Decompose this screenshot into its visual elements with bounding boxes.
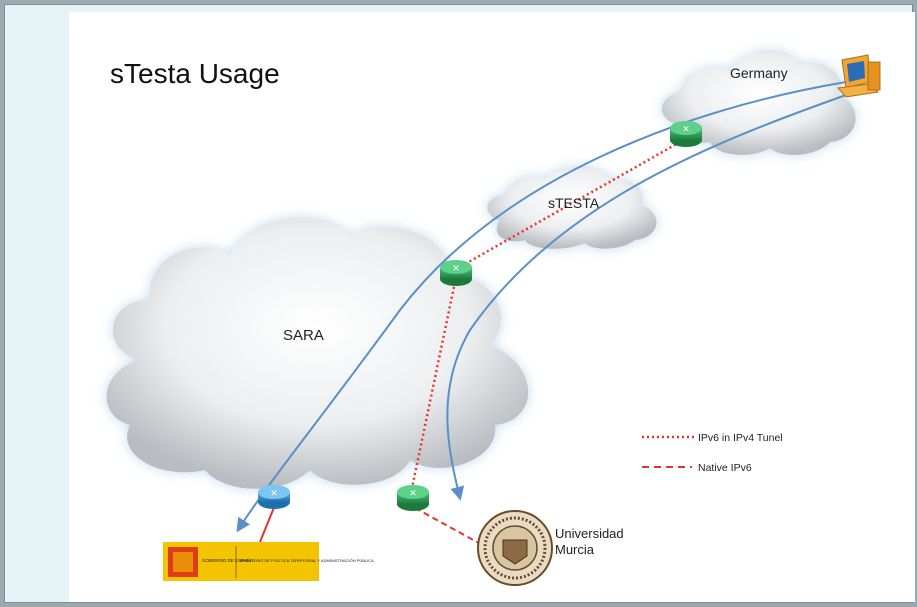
- route-line-germany-to-gov: [236, 81, 847, 533]
- sara-cloud: [106, 217, 529, 489]
- svg-text:✕: ✕: [452, 264, 460, 274]
- sara-label: SARA: [283, 327, 324, 344]
- computer-icon: [836, 54, 881, 98]
- stesta-cloud: [487, 166, 657, 249]
- ministerio-text: MINISTERIO DE POLÍTICA TERRITORIAL Y ADM…: [240, 558, 374, 563]
- gobierno-logo: [163, 542, 319, 581]
- native-line-gov: [259, 504, 276, 543]
- router-icon: ✕: [670, 121, 702, 147]
- university-label-line2: Murcia: [555, 542, 595, 557]
- university-label-line1: Universidad: [555, 526, 624, 541]
- router-icon: ✕: [258, 485, 290, 509]
- gobierno-text: GOBIERNO DE ESPAÑA: [202, 557, 253, 563]
- stesta-label: sTESTA: [548, 195, 600, 211]
- svg-text:✕: ✕: [682, 125, 690, 135]
- native-line-murcia: [414, 507, 489, 549]
- router-icon: ✕: [440, 260, 472, 286]
- svg-text:✕: ✕: [270, 489, 278, 499]
- germany-cloud: [661, 50, 856, 155]
- legend-tunnel-label: IPv6 in IPv4 Tunel: [698, 432, 783, 444]
- tunnel-line-lower: [410, 281, 457, 489]
- legend-native-label: Native IPv6: [698, 462, 752, 474]
- slide-title: sTesta Usage: [110, 58, 280, 89]
- germany-label: Germany: [730, 65, 788, 81]
- svg-text:✕: ✕: [409, 489, 417, 499]
- university-seal: [477, 510, 553, 586]
- route-line-germany-to-murcia: [446, 94, 847, 501]
- router-icon: ✕: [397, 485, 429, 511]
- legend: [642, 435, 694, 468]
